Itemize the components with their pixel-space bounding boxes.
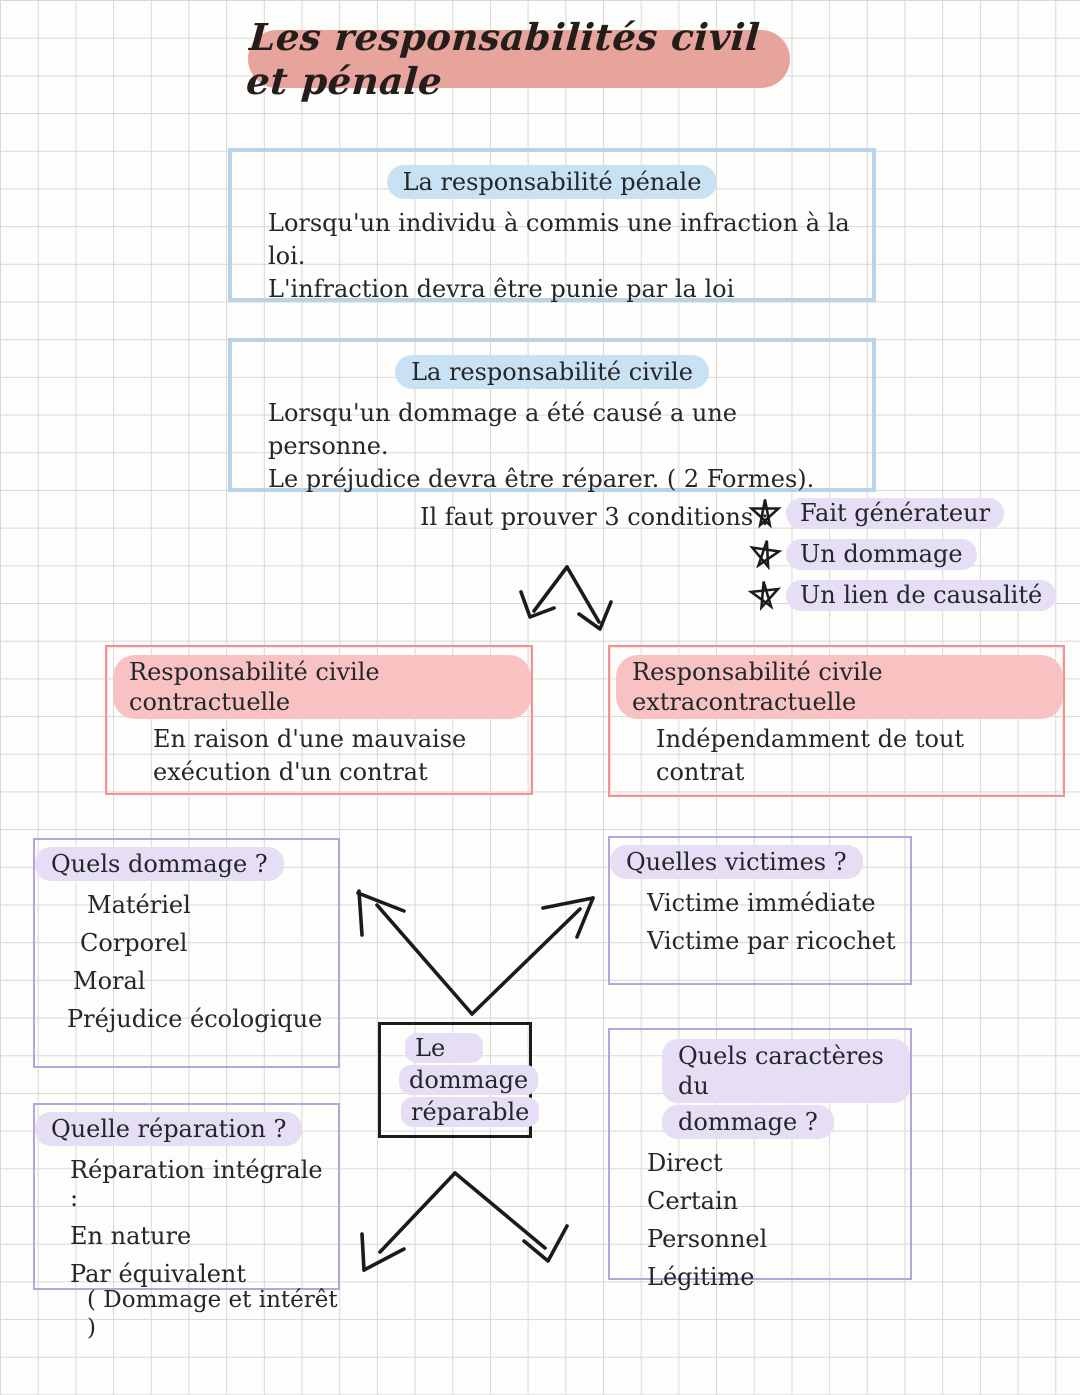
- civil-box-body: Lorsqu'un dommage a été causé a une pers…: [232, 389, 872, 496]
- penal-box-title: La responsabilité pénale: [386, 165, 718, 199]
- characters-list: Direct Certain Personnel Légitime: [610, 1149, 910, 1291]
- contractual-responsibility-box: Responsabilité civile contractuelle En r…: [105, 645, 533, 795]
- penal-responsibility-box: La responsabilité pénale Lorsqu'un indiv…: [228, 148, 876, 303]
- condition-label: Un dommage: [786, 538, 977, 570]
- list-item: Corporel: [80, 929, 188, 957]
- victims-box-title-row: Quelles victimes ?: [610, 845, 910, 879]
- civil-box-title-row: La responsabilité civile: [232, 355, 872, 389]
- arrow-to-victims: [470, 896, 595, 1016]
- characters-box-title-line1: Quels caractères du: [662, 1039, 910, 1103]
- body-line: contrat: [656, 758, 745, 786]
- condition-label: Fait générateur: [786, 497, 1005, 529]
- list-item: Personnel: [647, 1225, 768, 1253]
- list-item: ( Dommage et intérêt ): [87, 1287, 338, 1341]
- condition-item: Un dommage: [748, 537, 1056, 571]
- center-box-line: réparable: [401, 1097, 540, 1127]
- list-item: Certain: [647, 1187, 739, 1215]
- reparation-box: Quelle réparation ? Réparation intégrale…: [33, 1103, 340, 1341]
- victims-list: Victime immédiate Victime par ricochet: [610, 889, 910, 955]
- conditions-list: Fait générateur Un dommage Un lien de ca…: [747, 496, 1057, 612]
- arrow-to-characters: [453, 1171, 569, 1263]
- reparation-box-title-row: Quelle réparation ?: [35, 1112, 338, 1146]
- body-line: En raison d'une mauvaise: [153, 725, 467, 753]
- list-item: Matériel: [87, 891, 191, 919]
- extracontractual-box-title: Responsabilité civile extracontractuelle: [616, 655, 1063, 719]
- list-item: En nature: [70, 1222, 192, 1250]
- list-item: Réparation intégrale :: [70, 1156, 323, 1212]
- center-box-line: Le: [405, 1033, 483, 1063]
- list-item: Moral: [73, 967, 146, 995]
- extracontractual-box-title-row: Responsabilité civile extracontractuelle: [616, 655, 1063, 719]
- star-icon: [747, 581, 782, 612]
- body-line: L'infraction devra être punie par la loi: [268, 275, 735, 303]
- arrow-to-reparation: [360, 1171, 457, 1272]
- list-item: Victime immédiate: [647, 889, 876, 917]
- conditions-label: Il faut prouver 3 conditions :: [420, 503, 769, 531]
- reparation-box-title: Quelle réparation ?: [35, 1112, 303, 1146]
- civil-responsibility-box: La responsabilité civile Lorsqu'un domma…: [228, 338, 876, 493]
- penal-box-title-row: La responsabilité pénale: [232, 165, 872, 199]
- characters-box-title-row: Quels caractères du dommage ?: [610, 1039, 910, 1139]
- body-line: Lorsqu'un individu à commis une infracti…: [268, 209, 850, 270]
- center-box-line: dommage: [399, 1065, 539, 1095]
- condition-item: Fait générateur: [748, 496, 1056, 530]
- page-title-highlight: Les responsabilités civil et pénale: [245, 15, 790, 103]
- arrow-to-damages: [356, 889, 474, 1016]
- condition-item: Un lien de causalité: [747, 578, 1057, 612]
- list-item: Victime par ricochet: [647, 927, 896, 955]
- list-item: Par équivalent: [70, 1260, 247, 1288]
- penal-box-body: Lorsqu'un individu à commis une infracti…: [232, 199, 872, 306]
- list-item: Préjudice écologique: [67, 1005, 323, 1033]
- damages-box-title: Quels dommage ?: [35, 847, 284, 881]
- civil-box-title: La responsabilité civile: [395, 355, 709, 389]
- reparation-list: Réparation intégrale : En nature Par équ…: [35, 1156, 338, 1342]
- contractual-box-title: Responsabilité civile contractuelle: [113, 655, 531, 719]
- characters-box-title-line2: dommage ?: [662, 1105, 834, 1139]
- condition-label: Un lien de causalité: [786, 579, 1057, 611]
- star-icon: [749, 540, 783, 571]
- body-line: exécution d'un contrat: [153, 758, 428, 786]
- extracontractual-responsibility-box: Responsabilité civile extracontractuelle…: [608, 645, 1065, 797]
- body-line: Lorsqu'un dommage a été causé a une pers…: [268, 399, 737, 460]
- characters-box: Quels caractères du dommage ? Direct Cer…: [608, 1028, 912, 1291]
- damages-box: Quels dommage ? Matériel Corporel Moral …: [33, 838, 340, 1068]
- list-item: Légitime: [647, 1263, 755, 1291]
- damages-list: Matériel Corporel Moral Préjudice écolog…: [35, 891, 338, 1033]
- victims-box-title: Quelles victimes ?: [610, 845, 863, 879]
- center-damage-box: Le dommage réparable: [378, 1022, 540, 1138]
- contractual-box-title-row: Responsabilité civile contractuelle: [113, 655, 531, 719]
- extracontractual-box-body: Indépendamment de tout contrat: [610, 719, 1063, 789]
- victims-box: Quelles victimes ? Victime immédiate Vic…: [608, 836, 912, 985]
- list-item: Direct: [647, 1149, 723, 1177]
- damages-box-title-row: Quels dommage ?: [35, 847, 338, 881]
- page-title: Les responsabilités civil et pénale: [244, 15, 762, 103]
- body-line: Le préjudice devra être réparer. ( 2 For…: [268, 465, 815, 493]
- contractual-box-body: En raison d'une mauvaise exécution d'un …: [107, 719, 531, 789]
- body-line: Indépendamment de tout: [656, 725, 965, 753]
- star-icon: [748, 499, 782, 529]
- arrow-split-down: [519, 565, 613, 631]
